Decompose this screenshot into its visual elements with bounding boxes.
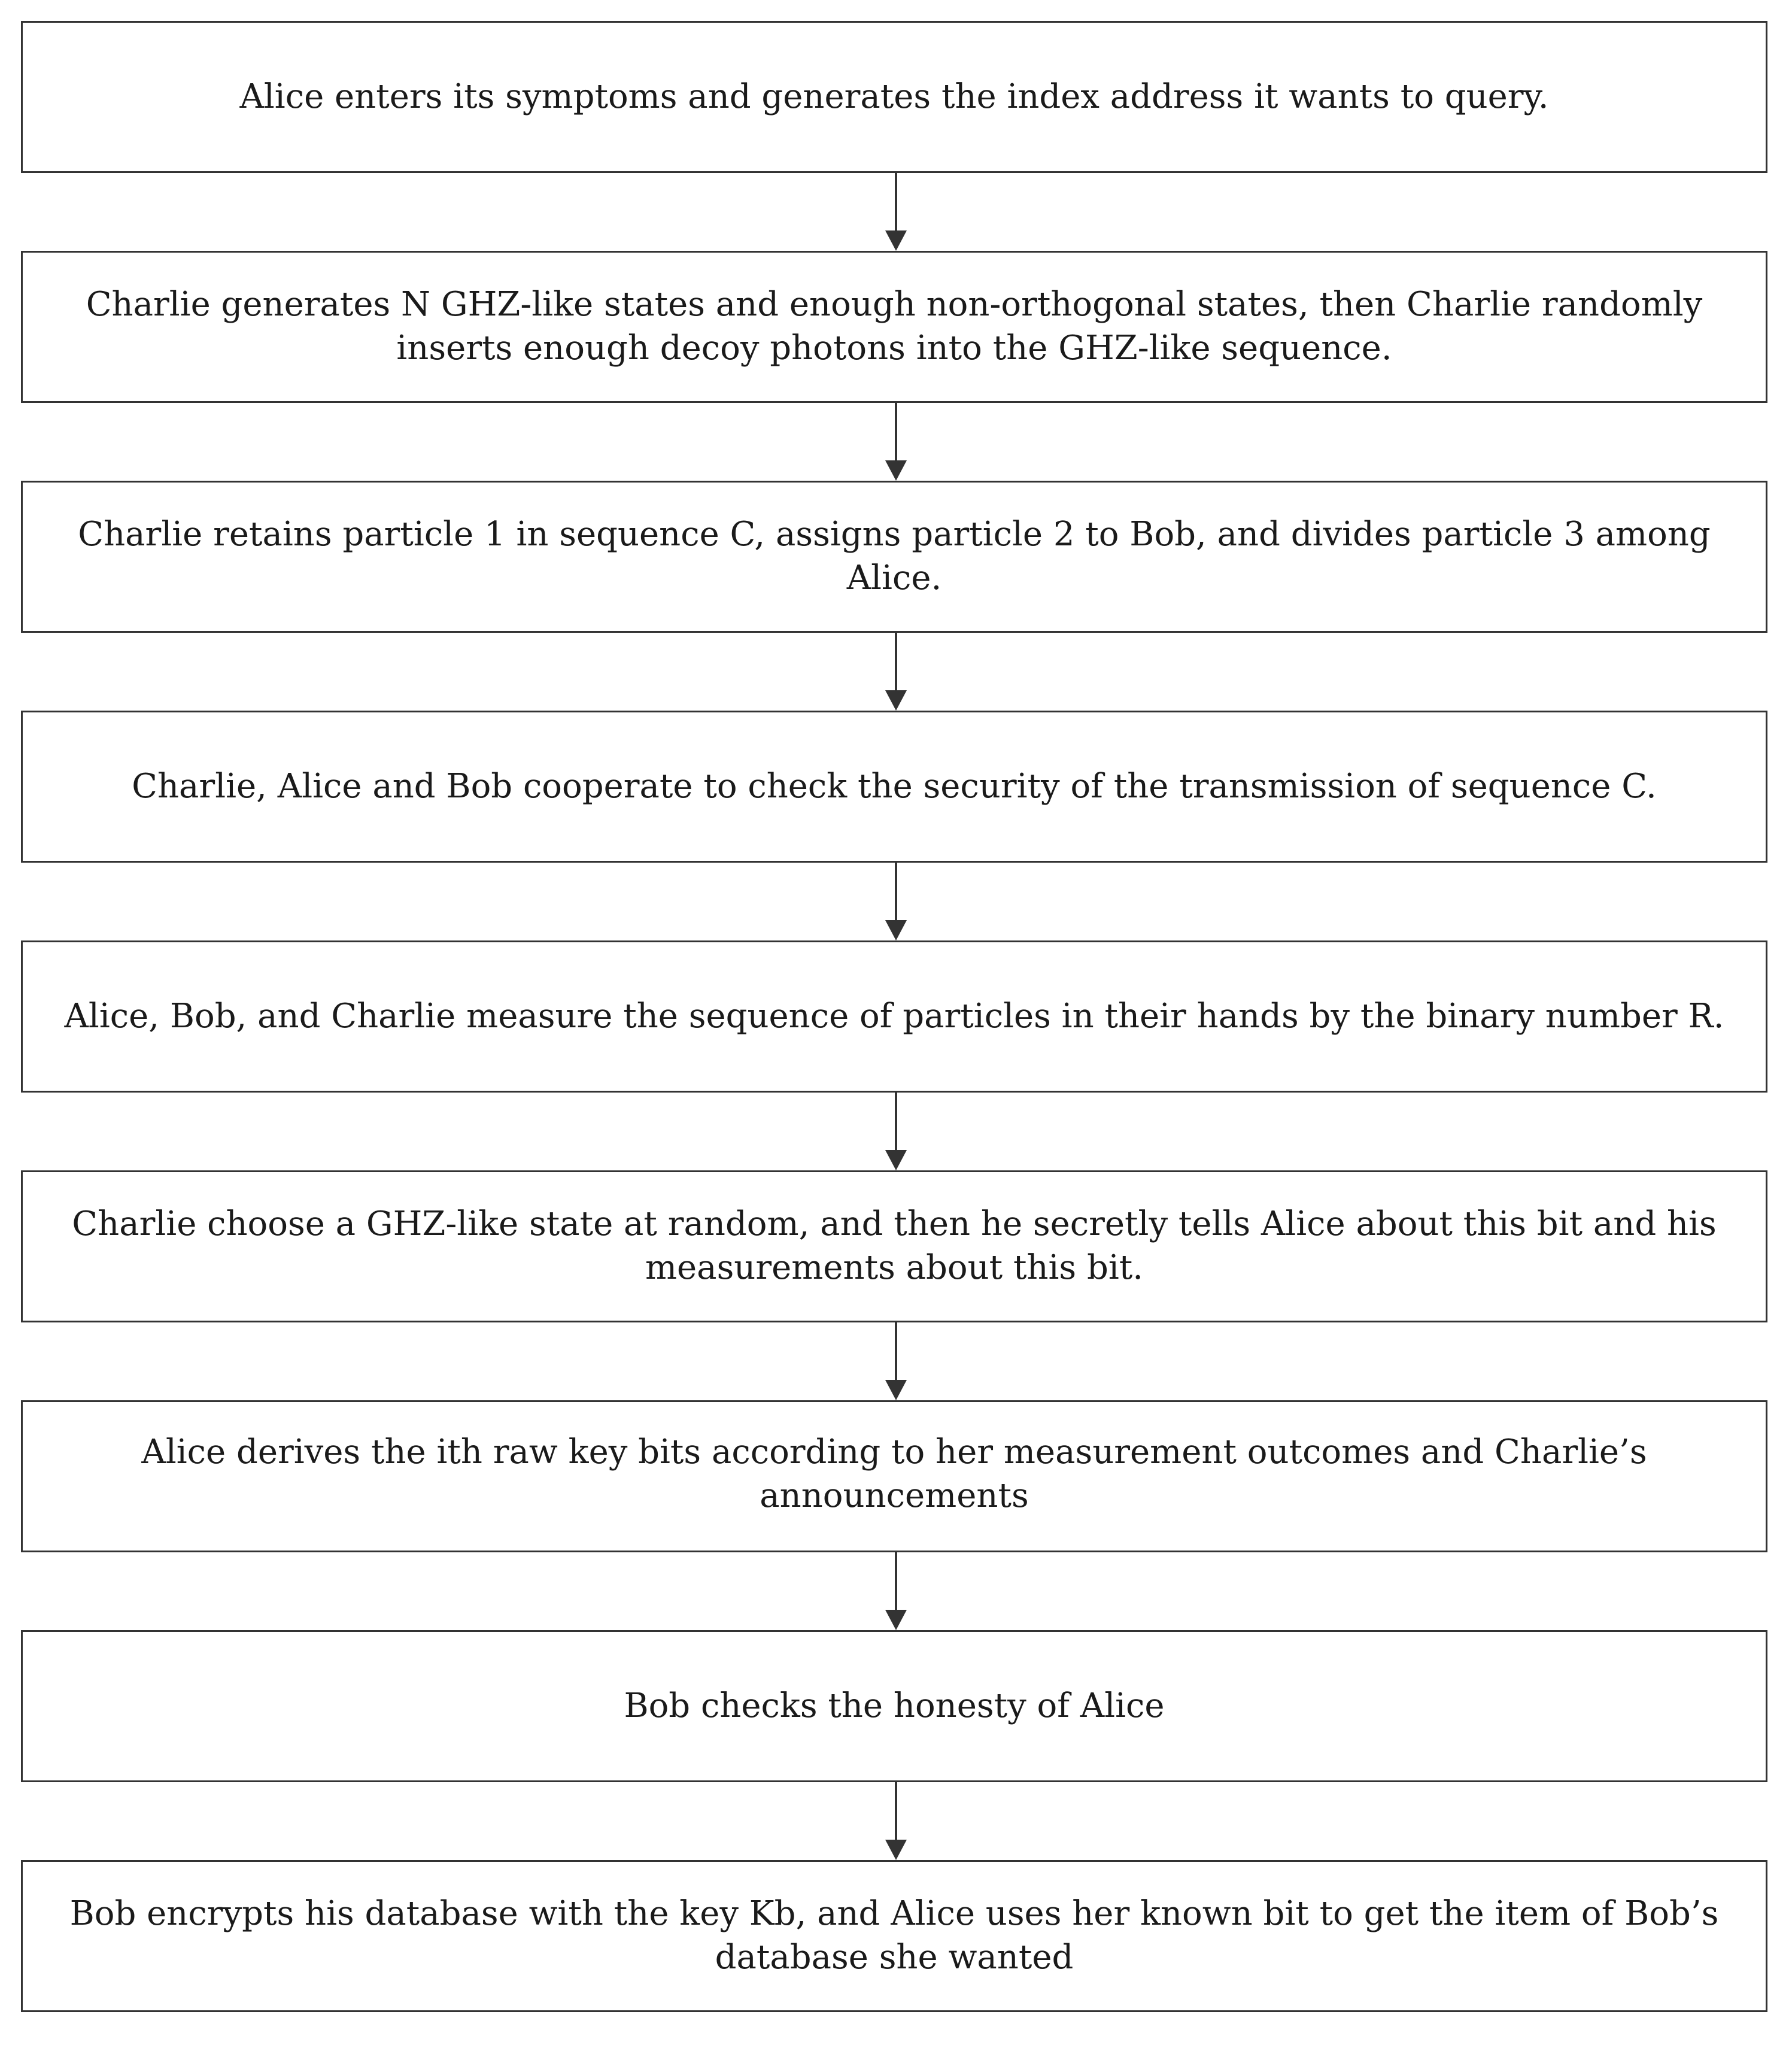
flow-step-9: Bob encrypts his database with the key K… [21, 1860, 1767, 2012]
flow-step-8: Bob checks the honesty of Alice [21, 1630, 1767, 1782]
flow-step-6-text: Charlie choose a GHZ-like state at rando… [72, 1204, 1717, 1287]
flow-step-3: Charlie retains particle 1 in sequence C… [21, 481, 1767, 633]
flow-step-5-text: Alice, Bob, and Charlie measure the sequ… [64, 996, 1724, 1036]
flow-step-1-text: Alice enters its symptoms and generates … [239, 77, 1549, 116]
flow-step-2: Charlie generates N GHZ-like states and … [21, 251, 1767, 403]
flow-step-1: Alice enters its symptoms and generates … [21, 21, 1767, 173]
flow-step-8-text: Bob checks the honesty of Alice [624, 1686, 1165, 1725]
flow-step-3-text: Charlie retains particle 1 in sequence C… [78, 515, 1711, 597]
flow-step-4-text: Charlie, Alice and Bob cooperate to chec… [132, 766, 1657, 806]
flow-step-7: Alice derives the ith raw key bits accor… [21, 1400, 1767, 1552]
flow-step-2-text: Charlie generates N GHZ-like states and … [86, 285, 1703, 368]
flow-step-9-text: Bob encrypts his database with the key K… [69, 1894, 1719, 1977]
flow-step-5: Alice, Bob, and Charlie measure the sequ… [21, 940, 1767, 1093]
flow-step-7-text: Alice derives the ith raw key bits accor… [141, 1433, 1647, 1515]
flow-step-6: Charlie choose a GHZ-like state at rando… [21, 1170, 1767, 1322]
flow-step-4: Charlie, Alice and Bob cooperate to chec… [21, 711, 1767, 863]
